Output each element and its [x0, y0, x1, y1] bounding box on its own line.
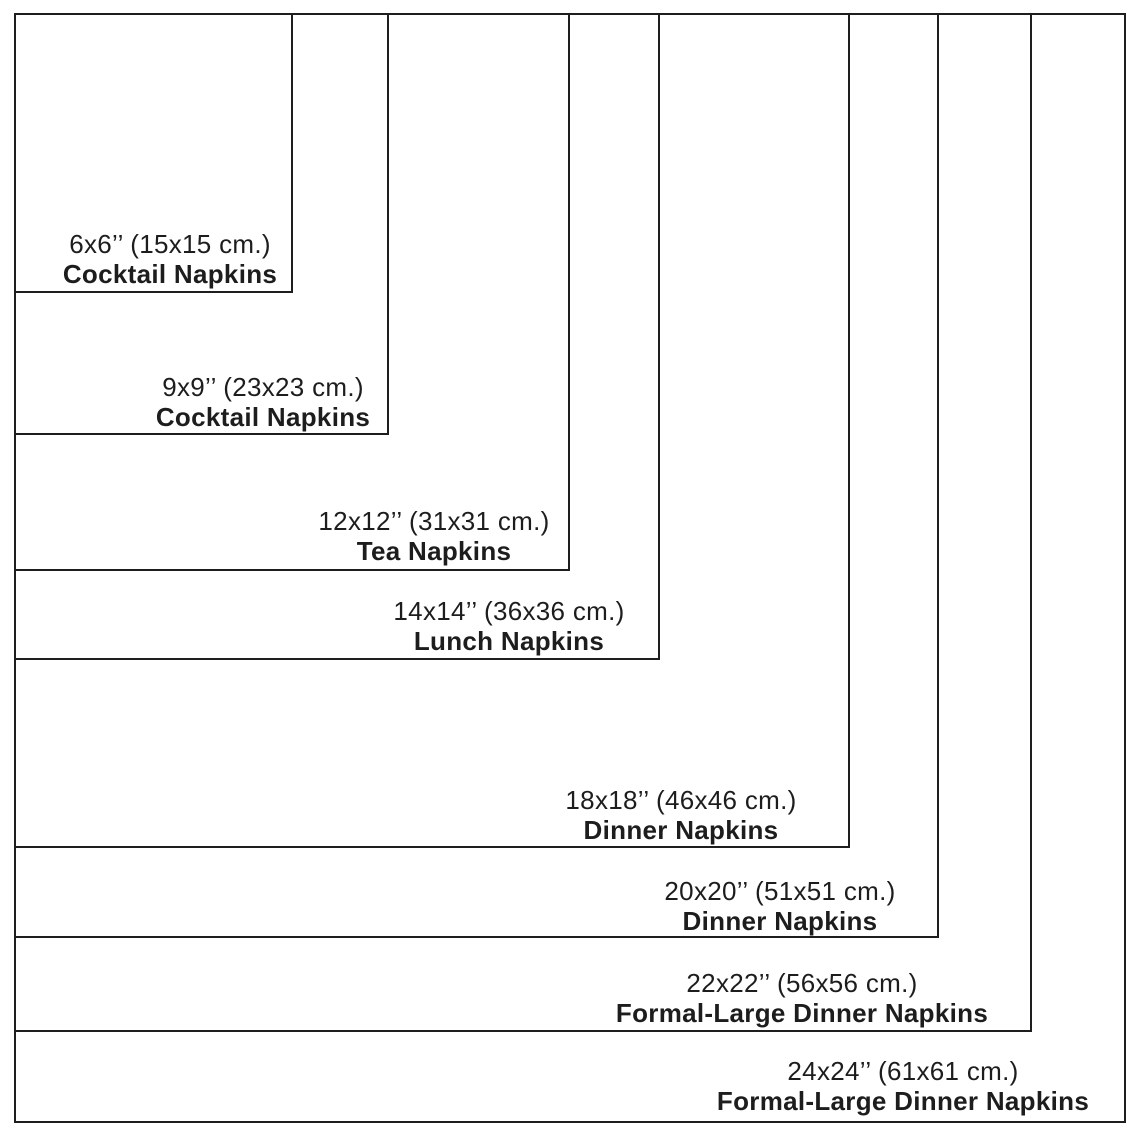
- label-24x24-formal-dinner-napkin: 24x24’’ (61x61 cm.) Formal-Large Dinner …: [716, 1056, 1090, 1117]
- size-text: 12x12’’ (31x31 cm.): [318, 506, 550, 536]
- type-text: Formal-Large Dinner Napkins: [716, 1086, 1090, 1116]
- label-22x22-formal-dinner-napkin: 22x22’’ (56x56 cm.) Formal-Large Dinner …: [615, 968, 989, 1029]
- label-9x9-cocktail-napkin: 9x9’’ (23x23 cm.) Cocktail Napkins: [155, 372, 371, 433]
- type-text: Dinner Napkins: [682, 906, 878, 936]
- size-text: 24x24’’ (61x61 cm.): [787, 1056, 1019, 1086]
- type-text: Dinner Napkins: [583, 815, 779, 845]
- size-text: 9x9’’ (23x23 cm.): [162, 372, 364, 402]
- type-text: Tea Napkins: [356, 536, 512, 566]
- label-14x14-lunch-napkin: 14x14’’ (36x36 cm.) Lunch Napkins: [393, 596, 625, 657]
- rect-24x24-formal-dinner-napkin: [14, 13, 1126, 1123]
- size-text: 18x18’’ (46x46 cm.): [565, 785, 797, 815]
- label-18x18-dinner-napkin: 18x18’’ (46x46 cm.) Dinner Napkins: [565, 785, 797, 846]
- type-text: Formal-Large Dinner Napkins: [615, 998, 989, 1028]
- size-text: 14x14’’ (36x36 cm.): [393, 596, 625, 626]
- type-text: Cocktail Napkins: [155, 402, 371, 432]
- type-text: Cocktail Napkins: [62, 259, 278, 289]
- size-text: 6x6’’ (15x15 cm.): [69, 229, 271, 259]
- label-20x20-dinner-napkin: 20x20’’ (51x51 cm.) Dinner Napkins: [664, 876, 896, 937]
- size-text: 22x22’’ (56x56 cm.): [686, 968, 918, 998]
- label-12x12-tea-napkin: 12x12’’ (31x31 cm.) Tea Napkins: [318, 506, 550, 567]
- size-text: 20x20’’ (51x51 cm.): [664, 876, 896, 906]
- label-6x6-cocktail-napkin: 6x6’’ (15x15 cm.) Cocktail Napkins: [62, 229, 278, 290]
- type-text: Lunch Napkins: [413, 626, 605, 656]
